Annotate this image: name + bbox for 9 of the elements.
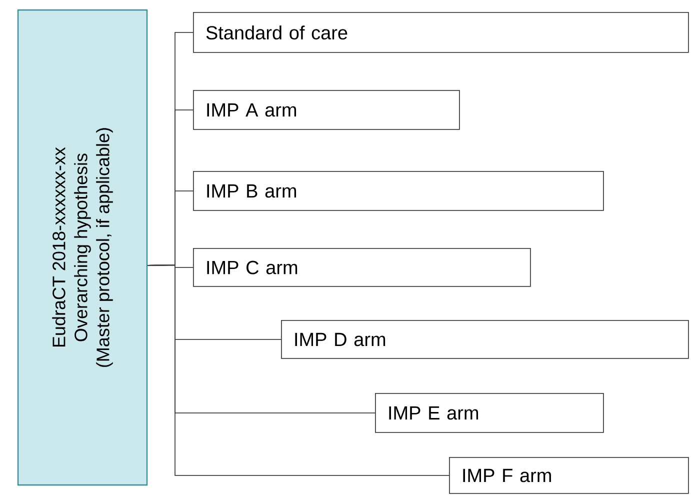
arm-box: Standard of care xyxy=(193,12,689,53)
arm-box: IMP A arm xyxy=(193,90,460,130)
arm-box: IMP C arm xyxy=(193,248,531,287)
hypothesis-box: EudraCT 2018-xxxxxx-xx Overarching hypothesis (Master protocol, if applicable) xyxy=(17,9,148,486)
arm-box: IMP B arm xyxy=(193,171,604,211)
arm-box: IMP F arm xyxy=(449,457,689,494)
connector-line xyxy=(147,264,450,476)
arm-box: IMP E arm xyxy=(375,393,604,433)
arm-box: IMP D arm xyxy=(281,320,689,359)
